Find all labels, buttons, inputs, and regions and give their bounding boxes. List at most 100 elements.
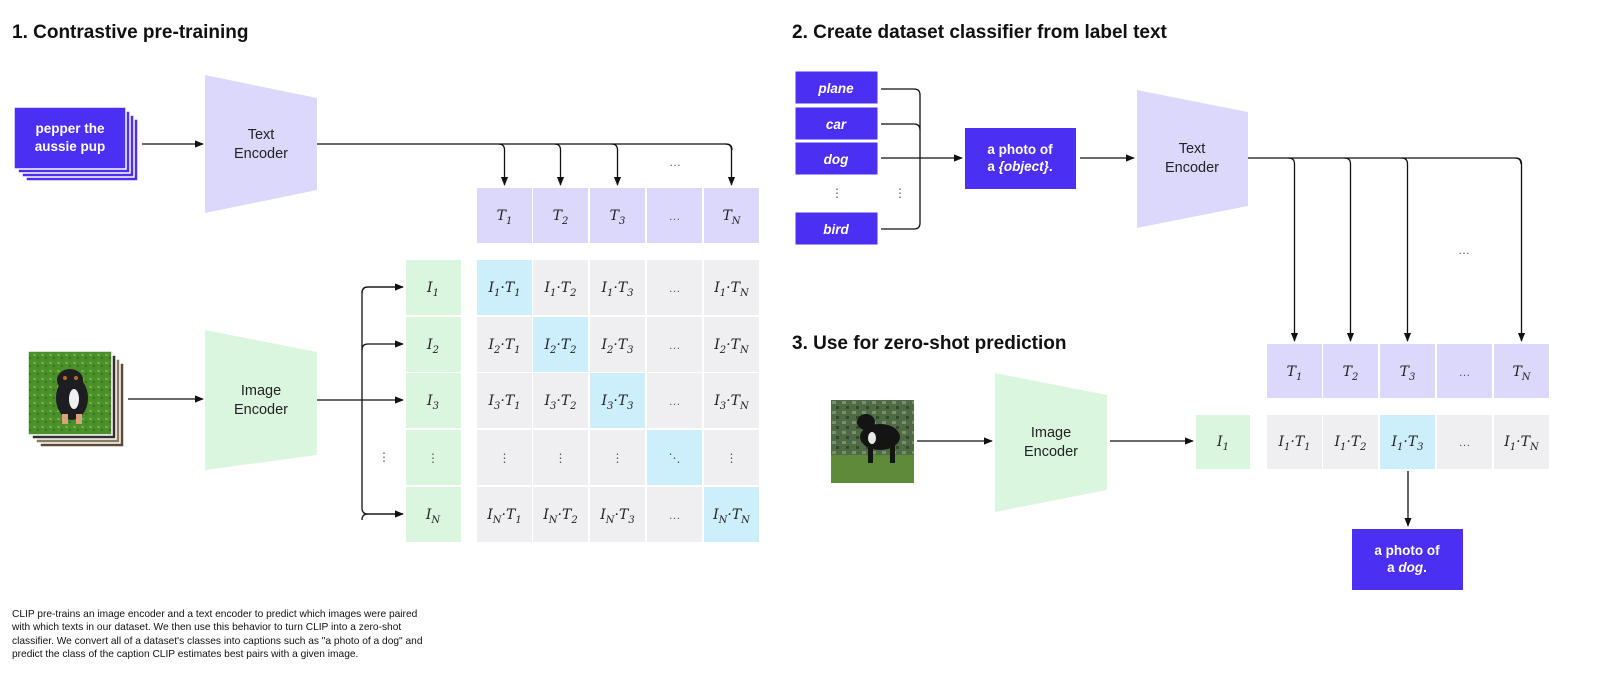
class-t-label: T1 bbox=[1287, 364, 1303, 383]
matrix-cell bbox=[704, 260, 759, 315]
class-t-cell bbox=[1494, 344, 1549, 398]
fanout-arrow bbox=[498, 143, 509, 186]
matrix-cell bbox=[590, 317, 645, 372]
text-encoder-1-line2: Encoder bbox=[234, 146, 288, 162]
t-cell bbox=[647, 188, 702, 243]
i-cell bbox=[406, 317, 461, 372]
image-encoder-1-line1: Image bbox=[241, 383, 281, 399]
prediction-box bbox=[1352, 529, 1463, 590]
image-encoder-1-line2: Encoder bbox=[234, 402, 288, 418]
t-label: T2 bbox=[553, 208, 569, 227]
branch-arrow bbox=[361, 340, 404, 351]
branch-arrow bbox=[361, 510, 404, 521]
matrix-value: I2·T2 bbox=[543, 337, 576, 356]
template-line1: a photo of bbox=[987, 142, 1053, 157]
score-cell bbox=[1494, 415, 1549, 469]
matrix-cell-positive bbox=[533, 317, 588, 372]
matrix-cell bbox=[533, 373, 588, 428]
dog-photo-icon bbox=[831, 400, 914, 483]
class-label-bird bbox=[794, 211, 879, 246]
class-label-dog bbox=[794, 141, 879, 176]
prediction-line2: a dog. bbox=[1387, 560, 1427, 575]
class-fanout-main-line bbox=[1248, 157, 1522, 165]
matrix-cell-positive bbox=[590, 373, 645, 428]
matrix-value: IN·T1 bbox=[486, 507, 521, 526]
t-label: T3 bbox=[610, 208, 626, 227]
matrix-cell bbox=[647, 260, 702, 315]
class-t-label: T3 bbox=[1400, 364, 1416, 383]
t-label: T1 bbox=[497, 208, 513, 227]
matrix-cell bbox=[533, 430, 588, 485]
class-t-cell bbox=[1267, 344, 1322, 398]
score-cell-selected bbox=[1380, 415, 1435, 469]
matrix-value: I1·T1 bbox=[487, 280, 520, 299]
class-t-cell bbox=[1437, 344, 1492, 398]
class-label-text: plane bbox=[817, 81, 854, 96]
score-value: … bbox=[1459, 435, 1471, 449]
matrix-value: I1·TN bbox=[713, 280, 750, 299]
class-label-plane bbox=[794, 70, 879, 105]
score-cell bbox=[1437, 415, 1492, 469]
matrix-cell-positive bbox=[477, 260, 532, 315]
score-cell bbox=[1267, 415, 1322, 469]
matrix-cell bbox=[477, 373, 532, 428]
score-cell bbox=[1323, 415, 1378, 469]
t-cell bbox=[477, 188, 532, 243]
text-encoder-2-line1: Text bbox=[1179, 141, 1206, 157]
fanout-arrow bbox=[725, 143, 736, 186]
matrix-value: I3·T2 bbox=[543, 393, 576, 412]
matrix-value: ⋮ bbox=[726, 451, 738, 465]
matrix-value: … bbox=[669, 394, 681, 408]
prompt-template-box bbox=[965, 128, 1076, 189]
fanout-arrow bbox=[611, 143, 622, 186]
matrix-value: … bbox=[669, 281, 681, 295]
matrix-cell bbox=[477, 317, 532, 372]
class-embedding-fanout bbox=[1248, 157, 1526, 342]
class-label-car bbox=[794, 106, 879, 141]
class-fanout-ellipsis: … bbox=[1458, 243, 1470, 257]
class-t-label: T2 bbox=[1343, 364, 1359, 383]
t-cell bbox=[590, 188, 645, 243]
class-fanout-arrow bbox=[1288, 157, 1299, 342]
matrix-value: … bbox=[669, 508, 681, 522]
matrix-value: ⋮ bbox=[612, 451, 624, 465]
matrix-cell bbox=[590, 260, 645, 315]
image-embedding-branches bbox=[317, 283, 404, 521]
matrix-cell bbox=[477, 487, 532, 542]
image-encoder-2-line1: Image bbox=[1031, 425, 1071, 441]
score-value: I1·TN bbox=[1503, 434, 1540, 453]
image-encoder-2-line2: Encoder bbox=[1024, 444, 1078, 460]
t-label: … bbox=[669, 209, 681, 223]
prediction-line1: a photo of bbox=[1374, 543, 1440, 558]
image-embedding-i1: I1 bbox=[1196, 415, 1250, 469]
label-merge-line-car bbox=[881, 123, 921, 131]
fanout-arrow bbox=[554, 143, 565, 186]
score-value: I1·T3 bbox=[1390, 434, 1423, 453]
labels-lines-ellipsis: ⋮ bbox=[894, 186, 906, 200]
class-fanout-arrow bbox=[1401, 157, 1412, 342]
text-embedding-fanout bbox=[317, 143, 736, 186]
matrix-value: I2·T1 bbox=[487, 337, 520, 356]
class-label-text: dog bbox=[824, 152, 849, 167]
matrix-value: I3·T1 bbox=[487, 393, 520, 412]
branch-ellipsis: ⋮ bbox=[378, 450, 390, 464]
matrix-cell bbox=[533, 487, 588, 542]
matrix-cell-positive bbox=[647, 430, 702, 485]
image-encoder-2 bbox=[995, 373, 1107, 512]
text-encoder-2-line2: Encoder bbox=[1165, 160, 1219, 176]
i-cell bbox=[406, 260, 461, 315]
text-encoder-1 bbox=[205, 75, 317, 213]
class-t-label: TN bbox=[1512, 364, 1531, 383]
class-t-cell bbox=[1323, 344, 1378, 398]
matrix-cell bbox=[477, 430, 532, 485]
i1-label: I1 bbox=[1216, 434, 1229, 453]
matrix-value: I2·T3 bbox=[600, 337, 633, 356]
matrix-value: I1·T2 bbox=[543, 280, 576, 299]
matrix-value: I3·TN bbox=[713, 393, 750, 412]
i-label: I1 bbox=[426, 280, 439, 299]
matrix-cell bbox=[533, 260, 588, 315]
